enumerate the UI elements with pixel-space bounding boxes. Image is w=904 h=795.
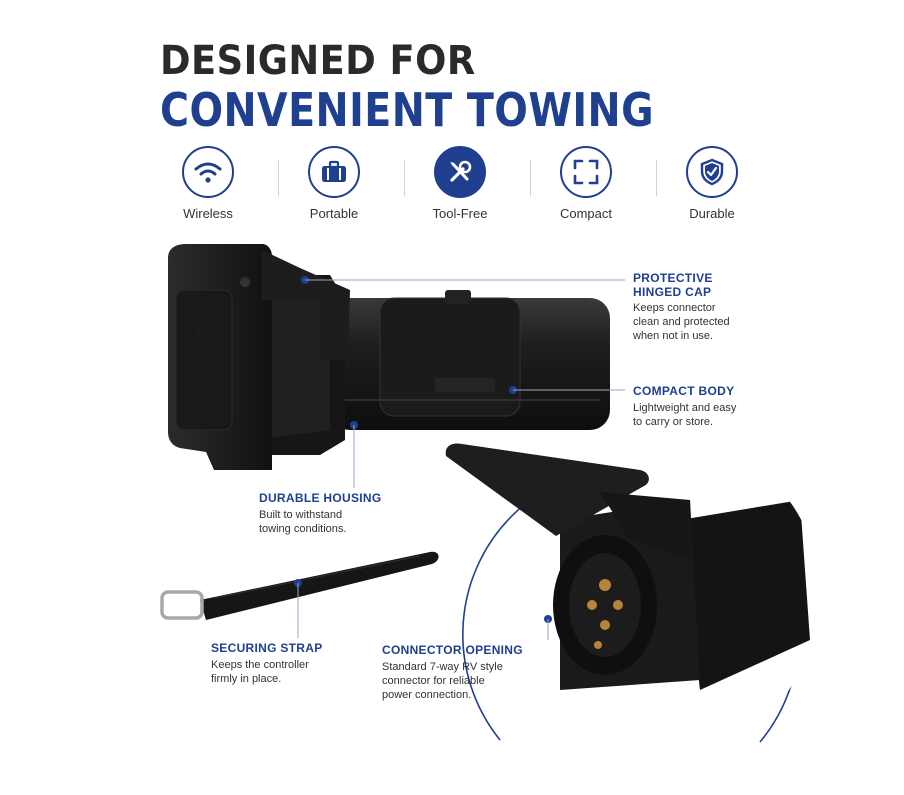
compact-body xyxy=(330,290,610,430)
callout-compact-body-desc: Lightweight and easy to carry or store. xyxy=(633,402,737,428)
feature-label: Portable xyxy=(309,206,359,221)
feature-label: Durable xyxy=(689,206,735,221)
connector-zoom xyxy=(445,435,820,755)
shield-check-icon xyxy=(686,146,738,198)
wifi-icon xyxy=(182,146,234,198)
callout-connector-opening-title: CONNECTOR OPENING xyxy=(382,643,523,657)
feature-portable: Portable xyxy=(276,146,392,221)
callout-securing-strap-title: SECURING STRAP xyxy=(211,641,323,655)
feature-label: Wireless xyxy=(183,206,233,221)
callout-durable-housing-desc: Built to withstand towing conditions. xyxy=(259,509,347,535)
securing-strap xyxy=(160,551,439,620)
feature-wireless: Wireless xyxy=(150,146,266,221)
divider xyxy=(404,160,405,196)
callout-connector-opening-desc: Standard 7-way RV style connector for re… xyxy=(382,661,503,701)
callout-securing-strap-desc: Keeps the controller firmly in place. xyxy=(211,659,309,685)
feature-label: Tool-Free xyxy=(432,206,488,221)
callout-compact-body-title: COMPACT BODY xyxy=(633,384,735,398)
feature-durable: Durable xyxy=(654,146,770,221)
headline-line-1: DESIGNED FOR xyxy=(160,38,476,84)
feature-tool-free: Tool-Free xyxy=(402,146,518,221)
divider xyxy=(530,160,531,196)
feature-label: Compact xyxy=(559,206,613,221)
headline: DESIGNED FOR CONVENIENT TOWING xyxy=(160,38,734,136)
feature-row: Wireless Portable Tool-Free xyxy=(150,146,770,226)
callout-durable-housing-title: DURABLE HOUSING xyxy=(259,491,382,505)
callout-hinged-cap-desc: Keeps connector clean and protected when… xyxy=(633,302,730,342)
svg-text:· · · ·: · · · · xyxy=(194,325,201,338)
feature-compact: Compact xyxy=(528,146,644,221)
headline-line-2: CONVENIENT TOWING xyxy=(160,83,654,137)
compact-frame-icon xyxy=(560,146,612,198)
briefcase-icon xyxy=(308,146,360,198)
divider xyxy=(278,160,279,196)
divider xyxy=(656,160,657,196)
callout-hinged-cap-title: PROTECTIVE HINGED CAP xyxy=(633,271,713,299)
tools-icon xyxy=(434,146,486,198)
hinged-cap: · · · · xyxy=(168,244,350,470)
